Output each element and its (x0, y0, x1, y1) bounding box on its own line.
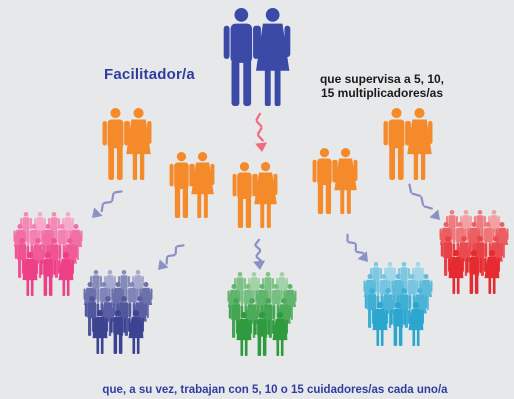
person-icon (372, 302, 388, 346)
person-icon (466, 250, 482, 294)
person-icon (69, 224, 83, 260)
person-icon (40, 252, 56, 296)
multiplier-couple (102, 108, 152, 180)
arrow-icon (253, 238, 266, 270)
facilitator-label: Facilitador/a (104, 66, 195, 83)
person-icon (253, 162, 278, 228)
arrow-icon (408, 183, 440, 220)
multiplier-couple (312, 148, 358, 214)
multiplier-couple (232, 162, 278, 228)
caregivers-label: que, a su vez, trabajan con 5, 10 o 15 c… (102, 384, 448, 396)
person-icon (190, 152, 215, 218)
person-icon (406, 108, 433, 180)
person-icon (22, 252, 38, 296)
person-icon (448, 250, 464, 294)
person-icon (58, 252, 74, 296)
arrow-icon (158, 244, 185, 270)
person-icon (484, 250, 500, 294)
person-icon (92, 310, 108, 354)
caregiver-group-red (439, 210, 509, 294)
person-icon (272, 312, 288, 356)
multiplier-couple (169, 152, 215, 218)
person-icon (128, 310, 144, 354)
person-icon (125, 108, 152, 180)
supervises-line-2: 15 multiplicadores/as (320, 86, 444, 100)
arrow-icon (255, 112, 268, 152)
person-icon (255, 8, 291, 106)
person-icon (254, 312, 270, 356)
caregiver-group-cyan (363, 262, 433, 346)
person-icon (169, 152, 194, 218)
supervises-label: que supervisa a 5, 10, 15 multiplicadore… (302, 72, 462, 100)
facilitator-couple (223, 8, 291, 106)
person-icon (223, 8, 259, 106)
person-icon (383, 108, 410, 180)
caregiver-group-pink (13, 212, 83, 296)
person-icon (391, 274, 405, 310)
arrow-icon (346, 233, 368, 262)
caregiver-group-navy (83, 270, 153, 354)
person-icon (102, 108, 129, 180)
person-icon (236, 312, 252, 356)
person-icon (110, 310, 126, 354)
multiplier-couple (383, 108, 433, 180)
person-icon (333, 148, 358, 214)
person-icon (312, 148, 337, 214)
person-icon (390, 302, 406, 346)
supervises-line-1: que supervisa a 5, 10, (319, 72, 445, 86)
arrow-icon (92, 190, 123, 218)
caregiver-group-green (227, 272, 297, 356)
person-icon (232, 162, 257, 228)
person-icon (408, 302, 424, 346)
